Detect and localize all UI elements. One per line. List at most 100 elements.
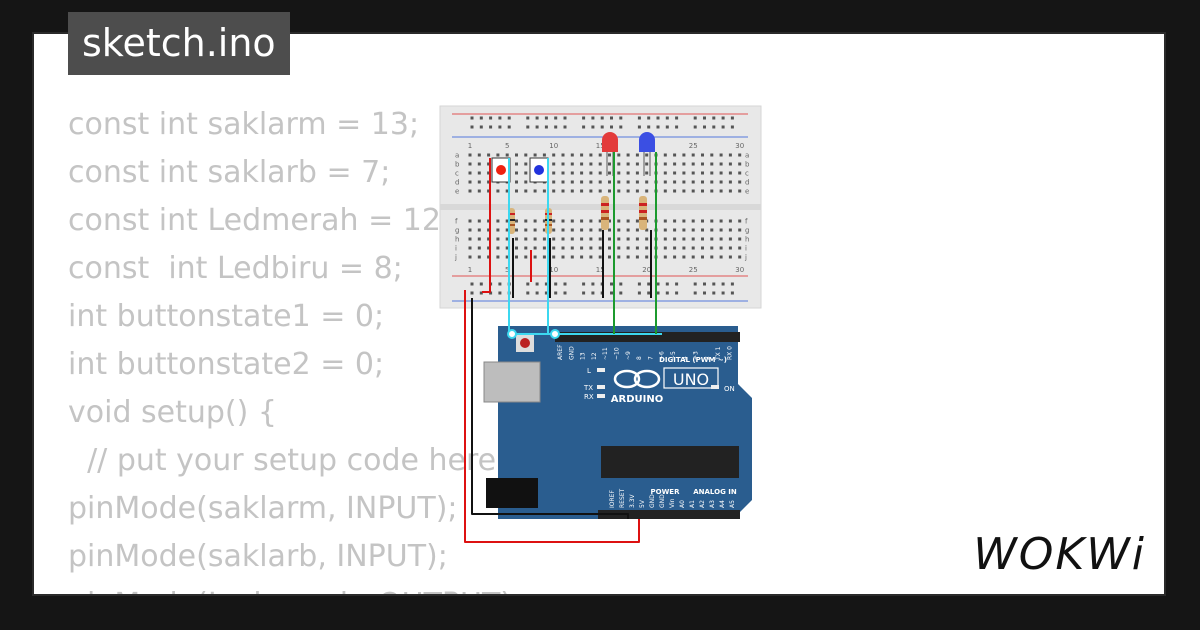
rail-hole[interactable]	[554, 116, 558, 120]
breadboard-hole[interactable]	[691, 171, 695, 175]
breadboard-hole[interactable]	[691, 246, 695, 250]
breadboard-hole[interactable]	[598, 246, 602, 250]
breadboard-hole[interactable]	[691, 219, 695, 223]
breadboard-hole[interactable]	[477, 171, 481, 175]
code-line[interactable]: const int saklarm = 13;	[68, 107, 420, 142]
breadboard-hole[interactable]	[487, 228, 491, 232]
breadboard-hole[interactable]	[608, 219, 611, 223]
breadboard-hole[interactable]	[701, 255, 704, 259]
breadboard-hole[interactable]	[710, 171, 714, 175]
breadboard-hole[interactable]	[580, 180, 584, 184]
breadboard-hole[interactable]	[561, 237, 565, 241]
code-line[interactable]: int buttonstate2 = 0;	[68, 347, 385, 382]
breadboard-hole[interactable]	[635, 189, 639, 193]
rail-hole[interactable]	[591, 291, 595, 295]
breadboard-hole[interactable]	[552, 246, 556, 250]
breadboard-hole[interactable]	[496, 237, 500, 241]
code-line[interactable]: const int saklarb = 7;	[68, 155, 391, 190]
rail-hole[interactable]	[721, 282, 725, 286]
led-blue[interactable]	[639, 132, 655, 176]
rail-hole[interactable]	[637, 116, 641, 120]
breadboard-hole[interactable]	[682, 162, 686, 166]
breadboard-hole[interactable]	[561, 255, 565, 259]
rail-hole[interactable]	[498, 116, 502, 120]
breadboard-hole[interactable]	[598, 219, 602, 223]
breadboard-hole[interactable]	[682, 228, 686, 232]
breadboard-hole[interactable]	[663, 153, 667, 157]
breadboard-hole[interactable]	[477, 255, 481, 259]
breadboard-hole[interactable]	[663, 171, 667, 175]
breadboard-hole[interactable]	[552, 228, 556, 232]
breadboard-hole[interactable]	[663, 189, 667, 193]
rail-hole[interactable]	[526, 291, 530, 295]
breadboard-hole[interactable]	[552, 237, 556, 241]
breadboard-hole[interactable]	[663, 219, 667, 223]
breadboard-hole[interactable]	[608, 162, 611, 166]
breadboard-hole[interactable]	[673, 162, 677, 166]
breadboard-hole[interactable]	[552, 162, 556, 166]
rail-hole[interactable]	[610, 125, 613, 129]
breadboard-hole[interactable]	[542, 237, 546, 241]
breadboard-hole[interactable]	[487, 180, 491, 184]
rail-hole[interactable]	[610, 282, 613, 286]
breadboard-hole[interactable]	[728, 180, 732, 184]
breadboard-hole[interactable]	[570, 153, 574, 157]
breadboard-hole[interactable]	[719, 255, 723, 259]
breadboard-hole[interactable]	[589, 246, 593, 250]
breadboard-hole[interactable]	[710, 255, 714, 259]
breadboard-hole[interactable]	[589, 219, 593, 223]
breadboard-hole[interactable]	[701, 153, 704, 157]
code-line[interactable]: pinMode(saklarb, INPUT);	[68, 539, 448, 574]
breadboard-hole[interactable]	[728, 162, 732, 166]
breadboard-hole[interactable]	[598, 153, 602, 157]
breadboard-hole[interactable]	[682, 219, 686, 223]
rail-hole[interactable]	[647, 116, 651, 120]
breadboard-hole[interactable]	[589, 162, 593, 166]
rail-hole[interactable]	[470, 116, 474, 120]
breadboard-hole[interactable]	[524, 189, 528, 193]
breadboard-hole[interactable]	[738, 153, 742, 157]
rail-hole[interactable]	[637, 291, 641, 295]
breadboard-hole[interactable]	[570, 171, 574, 175]
breadboard-hole[interactable]	[598, 237, 602, 241]
breadboard-hole[interactable]	[524, 219, 528, 223]
breadboard-hole[interactable]	[515, 153, 518, 157]
breadboard-hole[interactable]	[663, 237, 667, 241]
rail-hole[interactable]	[563, 125, 567, 129]
rail-hole[interactable]	[712, 282, 716, 286]
rail-hole[interactable]	[703, 116, 706, 120]
rail-hole[interactable]	[693, 291, 697, 295]
rail-hole[interactable]	[526, 116, 530, 120]
breadboard-hole[interactable]	[505, 228, 509, 232]
breadboard-hole[interactable]	[719, 180, 723, 184]
breadboard-hole[interactable]	[617, 228, 621, 232]
pushbutton-red[interactable]	[491, 157, 511, 183]
breadboard-hole[interactable]	[691, 228, 695, 232]
breadboard-hole[interactable]	[719, 153, 723, 157]
breadboard-hole[interactable]	[719, 246, 723, 250]
breadboard-hole[interactable]	[719, 237, 723, 241]
breadboard-hole[interactable]	[468, 255, 472, 259]
rail-hole[interactable]	[693, 282, 697, 286]
breadboard-hole[interactable]	[691, 189, 695, 193]
rail-hole[interactable]	[656, 291, 660, 295]
breadboard-hole[interactable]	[533, 237, 537, 241]
rail-hole[interactable]	[610, 291, 613, 295]
breadboard-hole[interactable]	[561, 171, 565, 175]
breadboard-hole[interactable]	[598, 255, 602, 259]
breadboard-hole[interactable]	[691, 162, 695, 166]
breadboard-hole[interactable]	[608, 228, 611, 232]
breadboard-hole[interactable]	[719, 189, 723, 193]
breadboard-hole[interactable]	[645, 162, 649, 166]
breadboard-hole[interactable]	[515, 255, 518, 259]
rail-hole[interactable]	[721, 125, 725, 129]
breadboard-hole[interactable]	[617, 255, 621, 259]
breadboard-hole[interactable]	[570, 189, 574, 193]
breadboard-hole[interactable]	[533, 246, 537, 250]
breadboard-hole[interactable]	[635, 237, 639, 241]
breadboard-hole[interactable]	[738, 180, 742, 184]
breadboard-hole[interactable]	[533, 153, 537, 157]
pushbutton-blue[interactable]	[529, 157, 549, 183]
breadboard-hole[interactable]	[682, 189, 686, 193]
breadboard-hole[interactable]	[515, 189, 518, 193]
